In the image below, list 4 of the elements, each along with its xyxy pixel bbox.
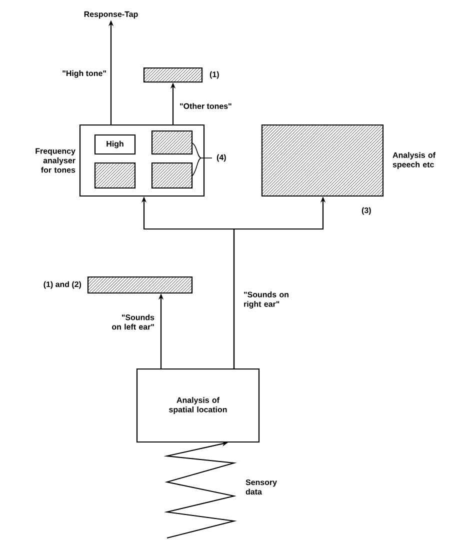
hatched-box (94, 162, 136, 189)
zigzag-arrow (164, 441, 237, 539)
hatched-box (151, 130, 193, 155)
hatched-box (151, 162, 193, 189)
